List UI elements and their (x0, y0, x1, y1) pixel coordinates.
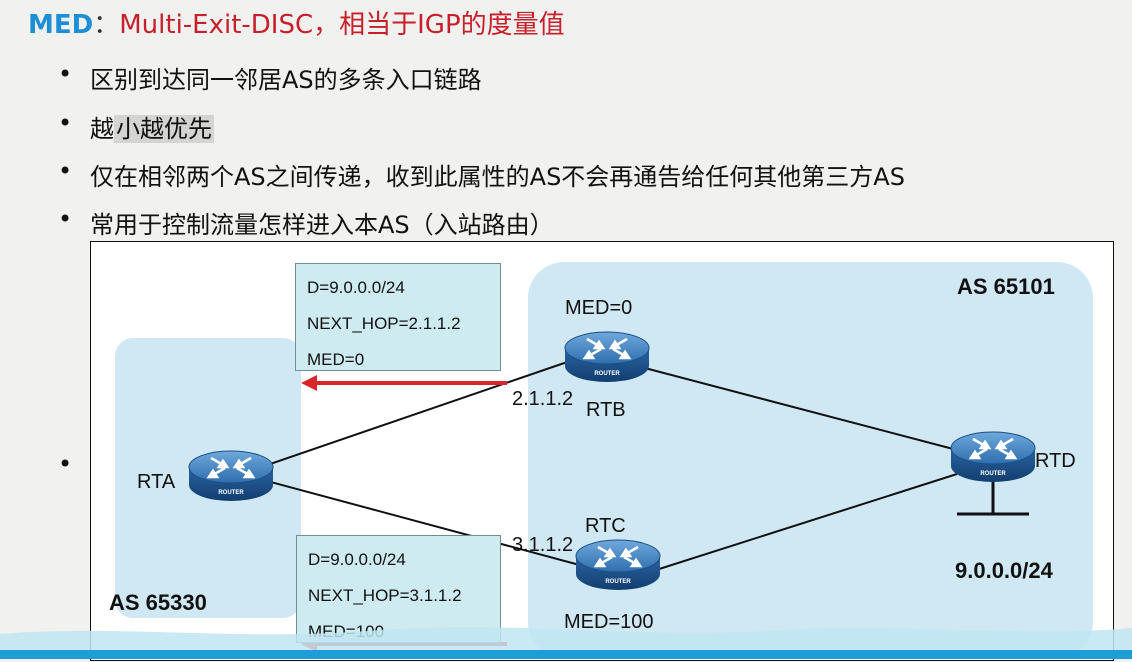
bullet-dot: • (58, 205, 73, 233)
link-rta-rtc (240, 473, 588, 568)
decorative-wave-footer (0, 627, 1132, 659)
title-separator: ： (93, 10, 120, 40)
as-65101-region (528, 262, 1093, 658)
highlighted-text: 小越优先 (114, 115, 214, 143)
bullet-text: 越小越优先 (90, 109, 214, 144)
router-rta-label: RTA (137, 471, 176, 493)
bullet-text-part: 仅在相邻两个AS之间传递，收到此属性的AS不会再通告给任何其他第三方AS (90, 163, 905, 191)
topology-canvas: ROUTER (115, 262, 1093, 658)
router-rtc-label: RTC (585, 515, 626, 537)
bullet-dot: • (58, 157, 73, 185)
as-65330-label: AS 65330 (109, 590, 207, 615)
router-rtc-icon (574, 538, 662, 592)
ip-rtc-label: 3.1.1.2 (512, 534, 574, 556)
ip-rtb-label: 2.1.1.2 (512, 388, 574, 410)
route-destination: D=9.0.0.0/24 (308, 550, 406, 569)
router-rtb-icon (563, 330, 651, 384)
bullet-text-part: 越 (90, 115, 114, 143)
network-label: 9.0.0.0/24 (955, 558, 1053, 583)
link-rtc-rtd (655, 473, 958, 571)
route-next-hop: NEXT_HOP=3.1.1.2 (308, 586, 462, 605)
bullet-text-part: 区别到达同一邻居AS的多条入口链路 (90, 66, 482, 94)
bullet-dot: • (58, 450, 73, 478)
route-med: MED=0 (307, 350, 365, 369)
route-info-box-top: D=9.0.0.0/24 NEXT_HOP=2.1.1.2 MED=0 (295, 263, 501, 371)
bullet-dot: • (58, 109, 73, 137)
bullet-text: 区别到达同一邻居AS的多条入口链路 (90, 60, 482, 95)
link-rtb-rtd (640, 366, 958, 451)
topology-diagram: ROUTER AS 65101 AS 65330 RTA RTB RTC RTD… (90, 241, 1114, 661)
med-rtb-label: MED=0 (565, 297, 633, 319)
bullet-dot: • (58, 60, 73, 88)
router-rtb-label: RTB (586, 399, 626, 421)
title-definition: Multi-Exit-DISC，相当于IGP的度量值 (119, 10, 565, 40)
router-rtd-label: RTD (1035, 450, 1076, 472)
bullet-text: 常用于控制流量怎样进入本AS（入站路由） (90, 205, 554, 240)
slide-title: MED：Multi-Exit-DISC，相当于IGP的度量值 (28, 4, 565, 41)
med-rtc-label: MED=100 (564, 611, 654, 633)
link-rta-rtb (240, 358, 577, 475)
route-info-box-bottom: D=9.0.0.0/24 NEXT_HOP=3.1.1.2 MED=100 (296, 535, 501, 643)
as-65101-label: AS 65101 (957, 274, 1055, 299)
route-destination: D=9.0.0.0/24 (307, 278, 405, 297)
router-rtd-icon (949, 430, 1037, 484)
bullet-text: 仅在相邻两个AS之间传递，收到此属性的AS不会再通告给任何其他第三方AS (90, 157, 905, 192)
route-next-hop: NEXT_HOP=2.1.1.2 (307, 314, 461, 333)
bullet-text-part: 常用于控制流量怎样进入本AS（入站路由） (90, 211, 554, 239)
arrow-head-icon (301, 375, 317, 391)
title-keyword: MED (28, 10, 94, 40)
router-rta-icon (187, 449, 275, 503)
